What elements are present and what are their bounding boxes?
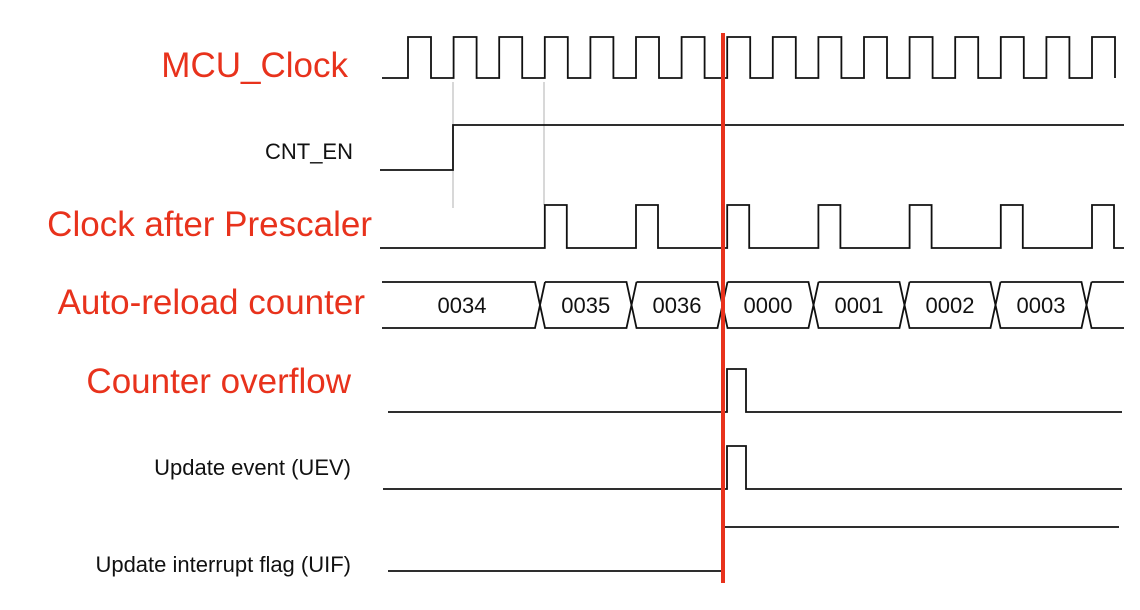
counter-segment bbox=[903, 281, 997, 329]
counter-segment bbox=[994, 281, 1088, 329]
label-cnt-en: CNT_EN bbox=[265, 139, 353, 164]
label-update-event: Update event (UEV) bbox=[154, 455, 351, 480]
counter-value: 0001 bbox=[835, 293, 884, 318]
label-mcu-clock: MCU_Clock bbox=[161, 46, 348, 85]
waveform-counter-overflow bbox=[388, 368, 1122, 413]
label-prescaled-clock: Clock after Prescaler bbox=[47, 205, 372, 244]
counter-value: 0000 bbox=[744, 293, 793, 318]
waveform-mcu-clock bbox=[382, 36, 1116, 79]
counter-segment bbox=[539, 281, 633, 329]
counter-value: 0034 bbox=[438, 293, 487, 318]
label-counter-overflow: Counter overflow bbox=[86, 362, 351, 401]
counter-segment bbox=[812, 281, 906, 329]
waveform-prescaled-clock bbox=[380, 204, 1124, 249]
counter-value: 0035 bbox=[561, 293, 610, 318]
waveform-update-event bbox=[383, 445, 1122, 490]
counter-value: 0003 bbox=[1017, 293, 1066, 318]
label-update-interrupt-flag: Update interrupt flag (UIF) bbox=[95, 552, 351, 577]
waveform-auto-reload-counter: 0034 0035 0036 0000 0001 0002 0003 bbox=[382, 281, 1124, 329]
counter-value: 0036 bbox=[653, 293, 702, 318]
waveform-cnt-en bbox=[380, 124, 1124, 171]
counter-value: 0002 bbox=[926, 293, 975, 318]
label-auto-reload-counter: Auto-reload counter bbox=[58, 283, 366, 322]
waveform-update-interrupt-flag bbox=[388, 526, 1119, 572]
counter-segment bbox=[630, 281, 724, 329]
counter-segment bbox=[1085, 281, 1124, 329]
